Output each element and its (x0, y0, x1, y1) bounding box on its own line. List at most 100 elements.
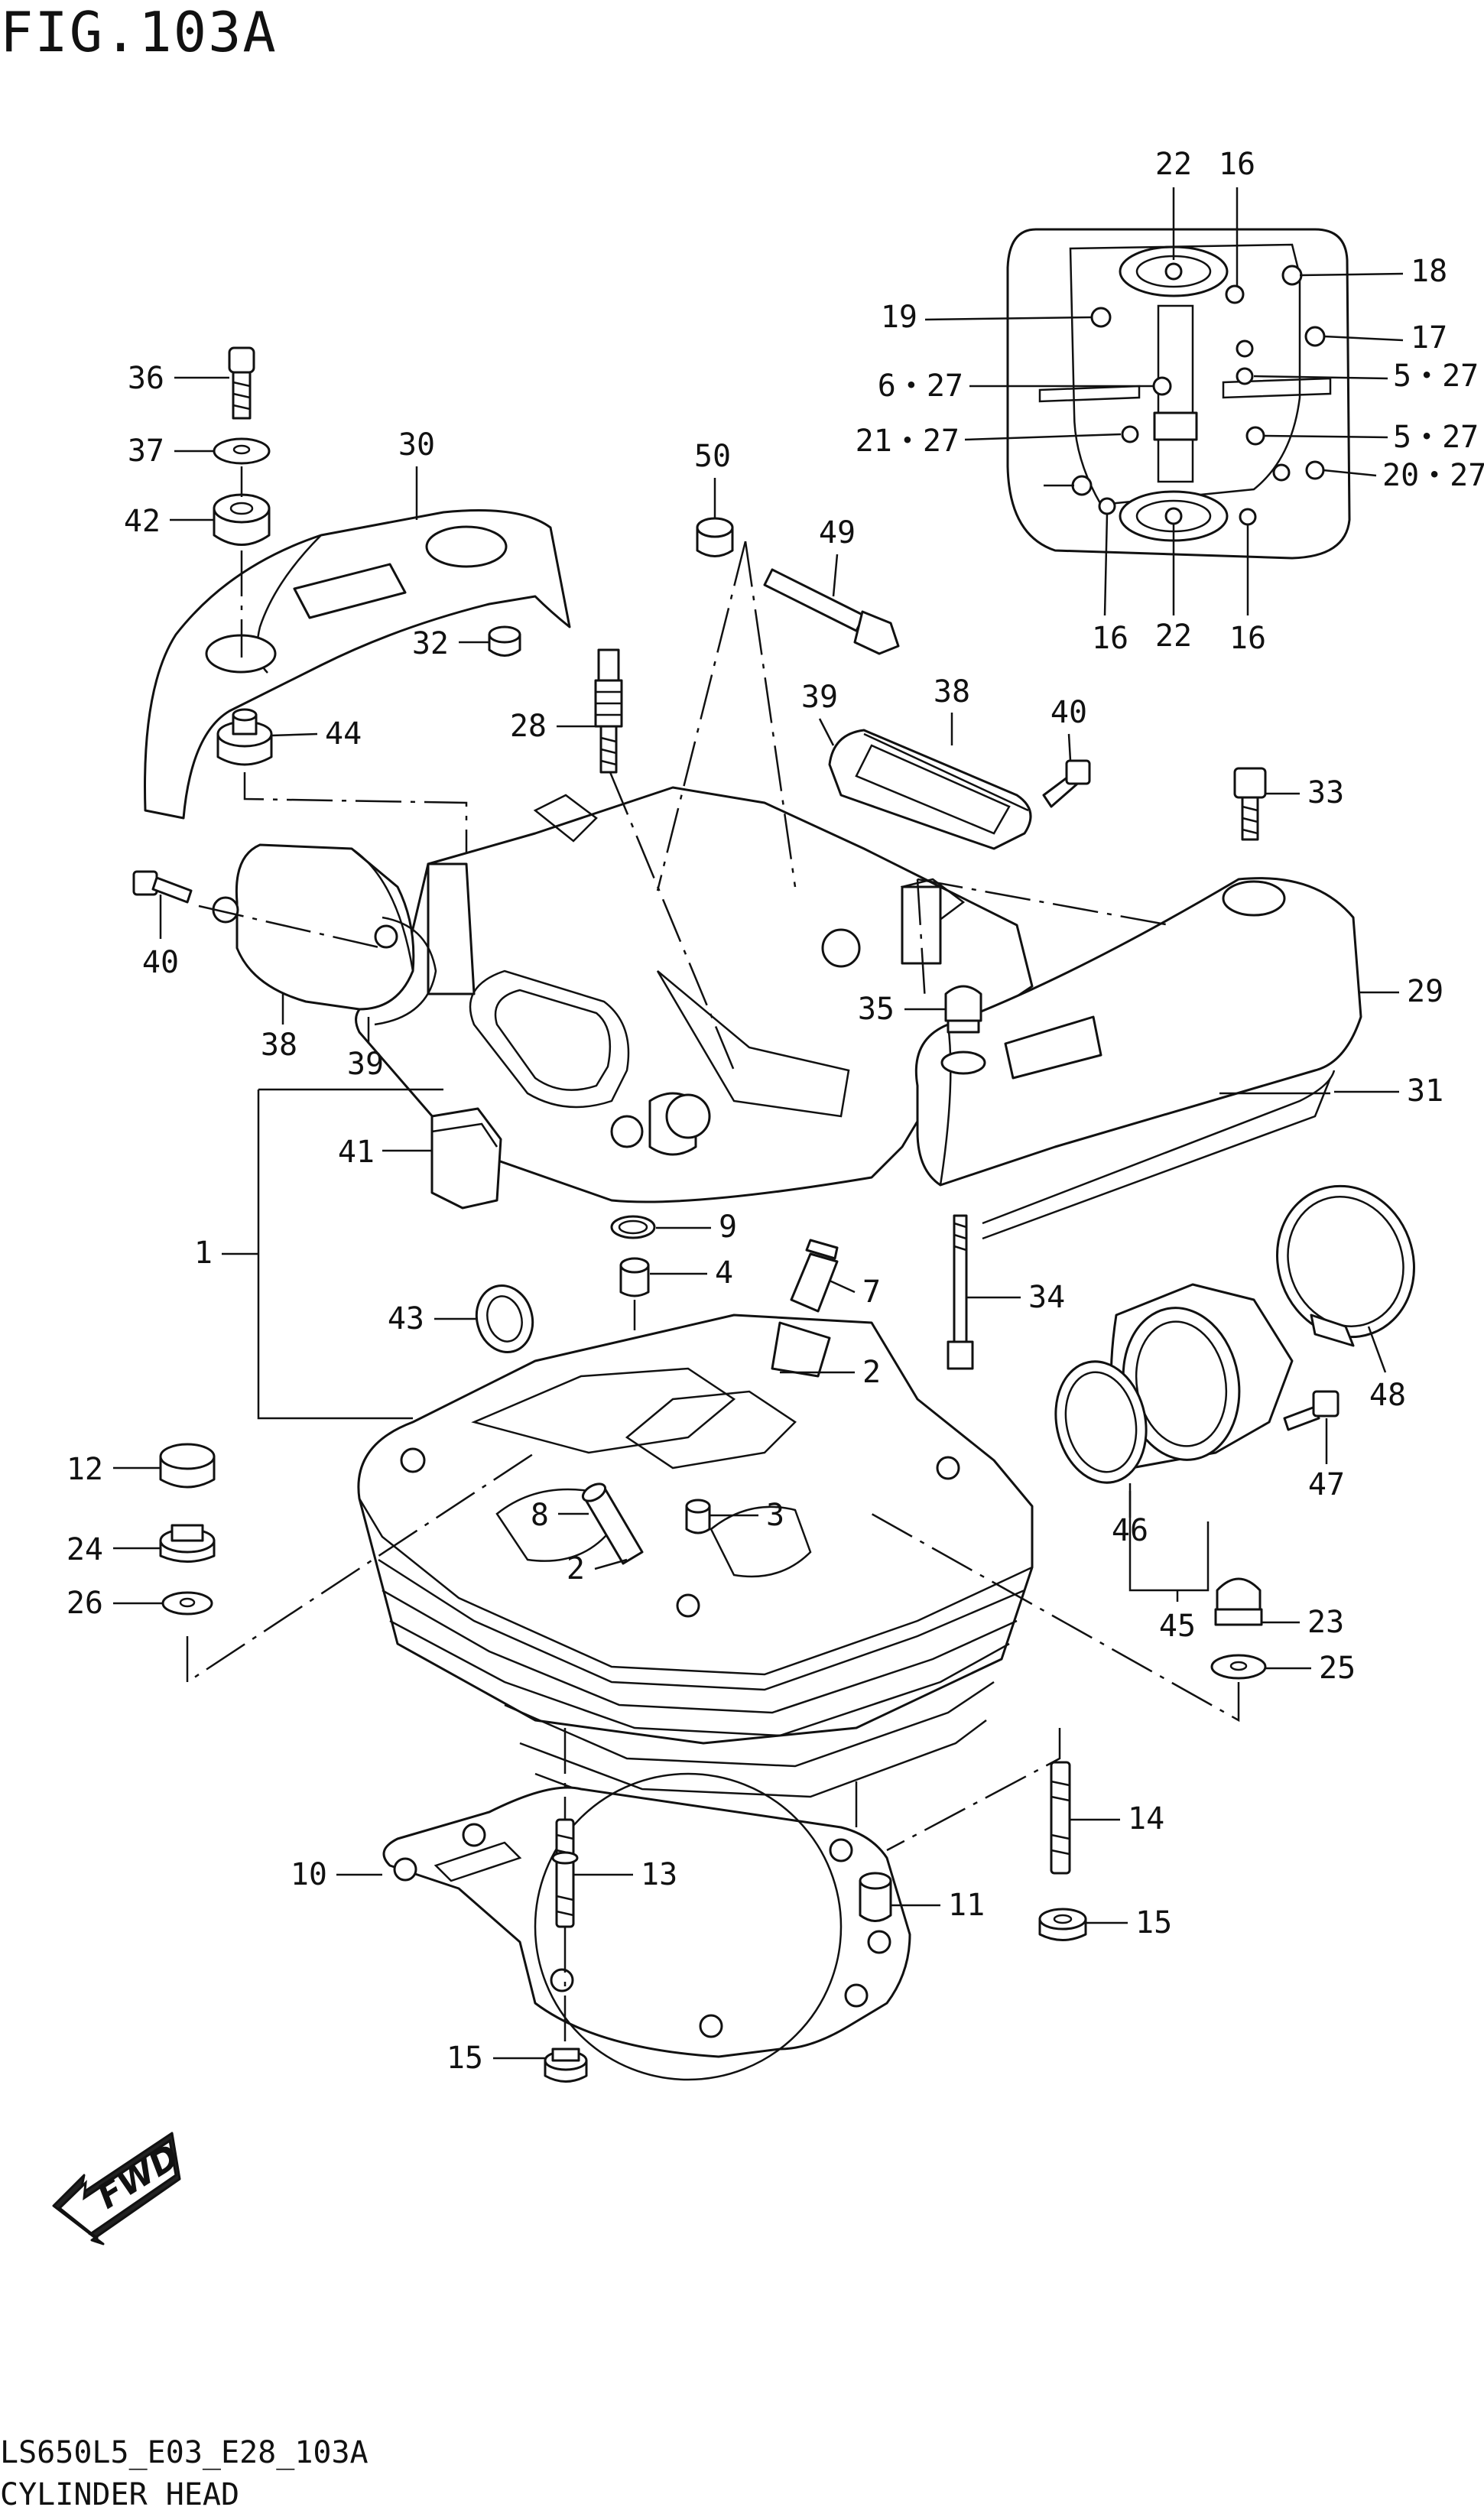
cylinder-head-lower (357, 1314, 1034, 1829)
callout-label-c11: 11 (948, 1888, 985, 1923)
bolt-40-upper (1042, 759, 1091, 808)
leader-line-c44 (271, 732, 318, 737)
callout-label-c2a: 2 (862, 1355, 881, 1390)
bolt-49 (763, 568, 900, 655)
bolt-36 (228, 346, 255, 420)
leader-line-c21_27 (964, 433, 1122, 441)
leader-line-c7 (829, 1279, 856, 1294)
grommet-42 (213, 493, 271, 546)
callout-label-c32: 32 (412, 626, 449, 661)
stud-13 (551, 1818, 579, 1928)
callout-label-c13: 13 (641, 1857, 677, 1892)
callout-label-c33: 33 (1307, 775, 1344, 810)
callout-label-c20_27: 20・27 (1382, 458, 1484, 493)
callout-label-c24: 24 (67, 1532, 103, 1567)
callout-label-c23: 23 (1307, 1605, 1344, 1640)
callout-label-c7: 7 (862, 1275, 881, 1310)
callout-label-c1: 1 (194, 1236, 213, 1271)
callout-label-c10: 10 (291, 1857, 327, 1892)
callout-label-c9: 9 (719, 1210, 737, 1245)
bolt-40-left (132, 870, 193, 904)
bolt-33 (1233, 767, 1267, 841)
callout-label-c26: 26 (67, 1586, 103, 1621)
stud-14 (1050, 1761, 1071, 1875)
leader-line-c48 (1367, 1326, 1387, 1373)
callout-label-c40a: 40 (1050, 695, 1087, 730)
leader-line-c18 (1299, 272, 1404, 277)
intake-pipe-45 (1109, 1283, 1294, 1469)
callout-label-c16c: 16 (1229, 621, 1266, 656)
side-cover-38-left (212, 843, 437, 1026)
leader-line-c39a (818, 718, 835, 746)
spark-plug-28 (594, 648, 623, 774)
callout-label-c2b: 2 (567, 1551, 585, 1586)
callout-label-c22a: 22 (1155, 147, 1192, 182)
leader-line-c49 (832, 554, 839, 597)
o-ring-9 (610, 1215, 656, 1239)
callout-label-c50: 50 (694, 439, 731, 474)
callout-label-c40b: 40 (142, 945, 179, 980)
grommet-44 (216, 708, 273, 766)
valve-cover-29 (914, 877, 1362, 1240)
callout-label-c30: 30 (398, 427, 435, 463)
callout-label-c37: 37 (128, 434, 164, 469)
callout-label-c18: 18 (1411, 254, 1447, 289)
callout-label-c31: 31 (1407, 1073, 1443, 1109)
callout-label-c49: 49 (819, 515, 856, 550)
callout-label-c4: 4 (715, 1255, 733, 1291)
callout-label-c39b: 39 (347, 1047, 384, 1082)
callout-label-c35: 35 (858, 992, 895, 1027)
figure-title: FIG.103A (0, 0, 278, 64)
head-top-view-inset (1006, 228, 1351, 560)
callout-label-c15a: 15 (1135, 1905, 1172, 1940)
callout-label-c38b: 38 (261, 1028, 297, 1063)
callout-label-c43: 43 (388, 1301, 424, 1336)
callout-label-c21_27: 21・27 (856, 424, 960, 459)
valve-guide-7 (790, 1239, 839, 1313)
diagram-code: LS650L5_E03_E28_103A (0, 2435, 369, 2470)
callout-label-c14: 14 (1128, 1801, 1164, 1836)
washer-37 (213, 437, 271, 465)
nut-15-right (1038, 1908, 1087, 1941)
callout-label-c41: 41 (338, 1135, 375, 1170)
callout-label-c17: 17 (1411, 320, 1447, 356)
cover-38-upper (828, 729, 1032, 850)
cylinder-head-upper (355, 786, 1034, 1203)
valve-guide-8 (581, 1482, 644, 1565)
leader-line-c19 (924, 316, 1093, 321)
callout-label-c42: 42 (124, 504, 161, 539)
leader-line-c16b (1103, 513, 1109, 616)
leader-line-c40a (1067, 733, 1072, 762)
nut-24 (159, 1524, 216, 1563)
leader-line-c2b (594, 1558, 628, 1570)
callout-label-c45: 45 (1159, 1609, 1196, 1644)
dowel-4 (619, 1257, 650, 1297)
bolt-47 (1283, 1390, 1339, 1431)
callout-label-c25: 25 (1319, 1651, 1356, 1686)
callout-label-c47: 47 (1308, 1467, 1345, 1502)
callout-label-c8: 8 (531, 1498, 549, 1533)
washer-25 (1210, 1654, 1267, 1680)
dowel-3 (685, 1499, 711, 1534)
callout-label-c6_27: 6・27 (878, 369, 963, 404)
nut-50 (696, 517, 734, 557)
forward-arrow-icon: FWD (52, 2132, 186, 2246)
callout-label-c29: 29 (1407, 974, 1443, 1009)
callout-label-c39a: 39 (801, 680, 838, 715)
tensioner-41 (430, 1107, 502, 1210)
clamp-48 (1276, 1184, 1415, 1347)
callout-label-c12: 12 (67, 1452, 103, 1487)
callout-label-c22b: 22 (1155, 619, 1192, 654)
callout-label-c36: 36 (128, 361, 164, 396)
callout-label-c44: 44 (325, 716, 362, 752)
callout-label-c34: 34 (1028, 1280, 1065, 1315)
callout-label-c19: 19 (881, 300, 917, 335)
diagram-caption: CYLINDER HEAD (0, 2477, 240, 2512)
callout-label-c5_27a: 5・27 (1393, 359, 1479, 394)
callout-label-c16a: 16 (1219, 147, 1255, 182)
stud-34 (947, 1214, 974, 1370)
cap-32 (488, 625, 521, 657)
